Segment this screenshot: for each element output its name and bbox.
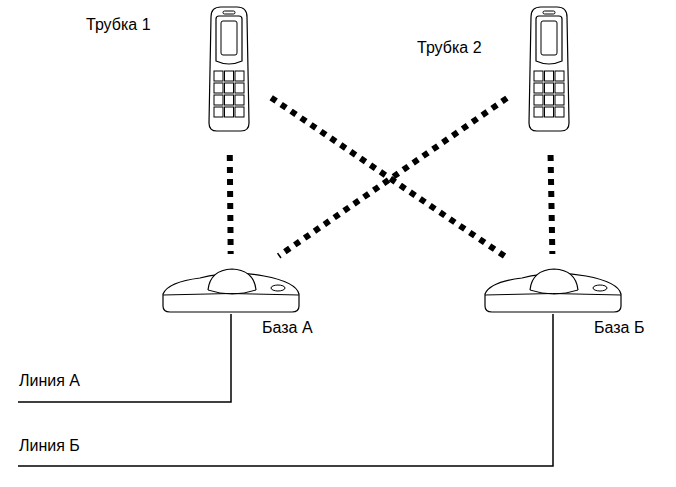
handset-node: Трубка 2: [525, 5, 573, 133]
base-node: База Б: [482, 264, 624, 314]
radio-link: [271, 98, 504, 256]
radio-link: [551, 155, 553, 254]
line-label: Линия Б: [17, 436, 82, 455]
radio-link: [227, 155, 234, 254]
base-station-icon: [160, 264, 302, 314]
handset-icon: [525, 5, 573, 133]
base-station-icon: [482, 264, 624, 314]
device-label: База А: [260, 318, 315, 337]
base-node: База А: [160, 264, 302, 314]
line-b-wire: [18, 314, 553, 466]
device-label: Трубка 1: [84, 15, 153, 34]
device-label: База Б: [592, 318, 646, 337]
radio-link: [279, 98, 507, 256]
line-label: Линия А: [17, 371, 82, 390]
handset-icon: [205, 5, 253, 133]
handset-node: Трубка 1: [205, 5, 253, 133]
device-label: Трубка 2: [415, 38, 484, 57]
line-a-wire: [18, 314, 231, 402]
